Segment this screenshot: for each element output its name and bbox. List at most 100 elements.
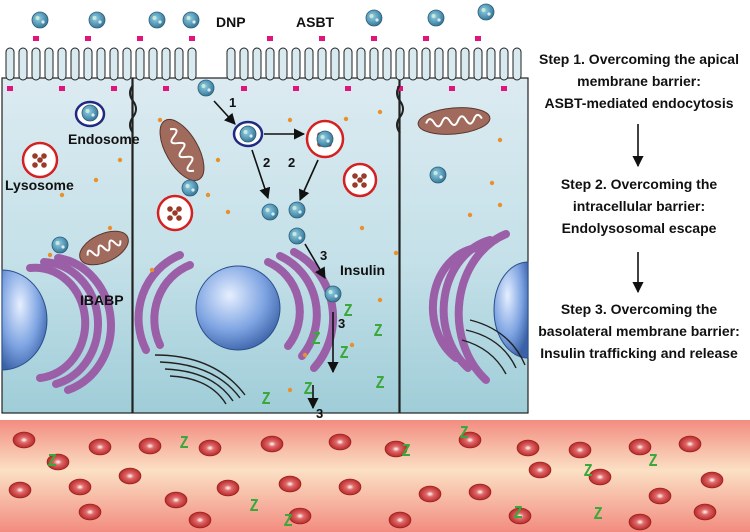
red-blood-cell: [628, 438, 652, 456]
dnp-spot: [41, 20, 45, 24]
dnp-spot: [201, 84, 206, 88]
microvillus: [304, 47, 314, 81]
microvillus: [226, 47, 236, 81]
asbt-marker: [397, 86, 403, 91]
arrow-step1: [213, 100, 236, 125]
red-blood-cell: [288, 507, 312, 525]
label-ibabp: IBABP: [80, 292, 124, 308]
ibabp-dot: [497, 202, 503, 208]
red-blood-cell: [260, 435, 284, 453]
dnp-spot: [437, 18, 441, 22]
microvillus: [278, 47, 288, 81]
enzyme-dot: [352, 173, 358, 179]
dnp-spot: [292, 232, 297, 236]
dnp-spot: [320, 135, 325, 139]
microvillus: [70, 47, 80, 81]
microvillus: [343, 47, 353, 81]
ibabp-dot: [117, 157, 123, 163]
red-blood-cell: [528, 461, 552, 479]
dnp-spot: [292, 206, 297, 210]
dnp-spot: [35, 16, 40, 20]
dnp-core: [427, 9, 445, 27]
dnp-spot: [328, 290, 333, 294]
red-blood-cell: [88, 438, 112, 456]
dnp-spot: [207, 88, 211, 92]
ibabp-dot: [287, 387, 293, 393]
dnp-particle: [427, 9, 445, 27]
arrow-step3-a: [304, 243, 326, 279]
microvillus: [434, 47, 444, 81]
red-blood-cell: [278, 475, 302, 493]
vesicles: [21, 100, 378, 232]
red-blood-cell: [568, 441, 592, 459]
insulin-squiggle: [584, 464, 592, 476]
dnp-spot: [191, 188, 195, 192]
step-1-line-3: ASBT-mediated endocytosis: [544, 95, 734, 111]
dnp-spot: [298, 236, 302, 240]
dnp-particle: [288, 227, 306, 245]
step-3-line-1: Step 3. Overcoming the: [560, 301, 718, 317]
dnp-core: [148, 11, 166, 29]
dnp-core: [324, 285, 342, 303]
red-blood-cell: [516, 439, 540, 457]
microvillus: [5, 47, 15, 81]
step-2-description: Step 2. Overcoming the intracellular bar…: [528, 173, 750, 239]
dnp-spot: [98, 20, 102, 24]
asbt-marker: [7, 86, 13, 91]
golgi-apparatus: [154, 319, 526, 405]
insulin-squiggle: [262, 392, 270, 404]
microvillus: [18, 47, 28, 81]
microvillus: [83, 47, 93, 81]
enzyme-dot: [361, 182, 367, 188]
microvillus: [473, 47, 483, 81]
dnp-spot: [186, 16, 191, 20]
nucleus-right: [493, 261, 529, 359]
enzyme-dot: [357, 177, 363, 183]
dnp-spot: [298, 210, 302, 214]
dnp-spot: [243, 130, 248, 134]
tight-junction-right: [396, 84, 404, 134]
dnp-particle: [197, 79, 215, 97]
step-3-description: Step 3. Overcoming the basolateral membr…: [528, 298, 750, 364]
microvillus: [356, 47, 366, 81]
dnp-spot: [152, 16, 157, 20]
dnp-spot: [326, 139, 330, 143]
dnp-spot: [439, 175, 443, 179]
enzyme-dot: [361, 173, 367, 179]
insulin-squiggle: [340, 346, 348, 358]
dnp-core: [51, 236, 69, 254]
arrow-number-1: 1: [229, 95, 236, 110]
ibabp-dot: [359, 225, 365, 231]
tight-junction-left: [129, 84, 137, 134]
dnp-spot: [433, 171, 438, 175]
ibabp-dot: [215, 157, 221, 163]
dnp-particle: [148, 11, 166, 29]
ibabp-dot: [497, 137, 503, 143]
red-blood-cell: [468, 483, 492, 501]
ibabp-dot: [377, 109, 383, 115]
asbt-marker: [85, 36, 91, 41]
insulin-squiggle: [284, 514, 292, 526]
dnp-particle: [324, 285, 342, 303]
enzyme-dot: [167, 215, 173, 221]
microvillus: [161, 47, 171, 81]
red-blood-cell: [216, 479, 240, 497]
arrow-number-3-a: 3: [320, 248, 327, 263]
dnp-particle: [477, 3, 495, 21]
microvillus: [421, 47, 431, 81]
dnp-spot: [192, 20, 196, 24]
enzyme-dot: [352, 182, 358, 188]
dnp-spot: [158, 20, 162, 24]
red-blood-cell: [328, 433, 352, 451]
ibabp-dot: [393, 250, 399, 256]
ibabp-dot: [349, 342, 355, 348]
dnp-core: [81, 104, 99, 122]
step-2-line-1: Step 2. Overcoming the: [560, 176, 718, 192]
microvillus: [317, 47, 327, 81]
red-blood-cell: [338, 478, 362, 496]
red-blood-cell: [164, 491, 188, 509]
insulin-molecules: [48, 304, 657, 526]
insulin-squiggle: [376, 376, 384, 388]
label-insulin: Insulin: [340, 262, 385, 278]
